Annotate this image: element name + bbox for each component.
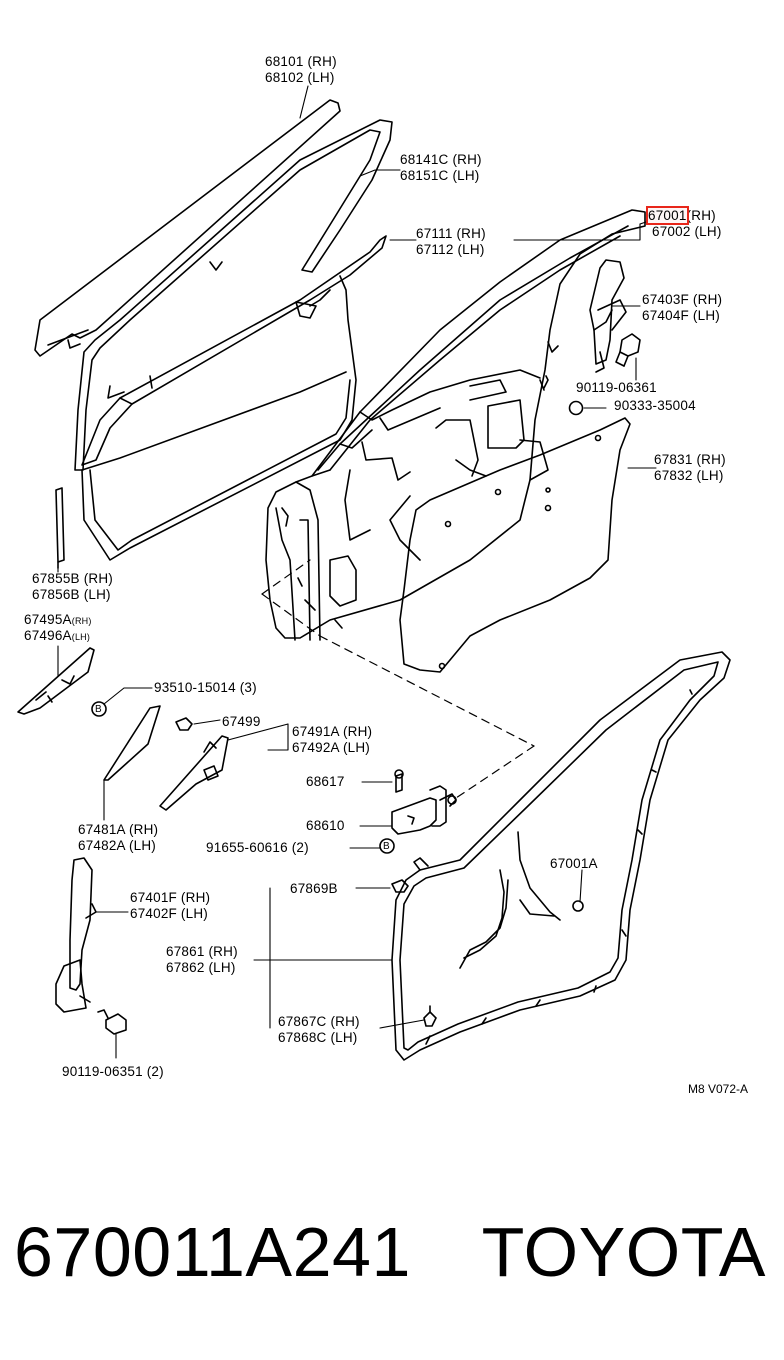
door-frame-rear-67111 [82, 236, 386, 465]
label-67868c: 67868C (LH) [278, 1030, 358, 1045]
label-67855b: 67855B (RH) [32, 571, 113, 586]
label-67867c: 67867C (RH) [278, 1014, 360, 1029]
label-67404f: 67404F (LH) [642, 308, 720, 323]
highlighted-part-number: 67001 [646, 206, 689, 225]
label-67496a-side: (LH) [71, 632, 91, 642]
label-90119-06351: 90119-06351 (2) [62, 1064, 164, 1079]
label-67495a-num: 67495A [24, 612, 72, 627]
clip-67869b [392, 880, 408, 892]
body-opening-outline [460, 832, 560, 968]
label-68101: 68101 (RH) [265, 54, 337, 69]
door-shell-67001 [266, 210, 645, 640]
door-glass-68101 [35, 100, 340, 356]
door-panel-left-view [82, 276, 356, 560]
run-channel-67401f [56, 858, 96, 1012]
label-67831: 67831 (RH) [654, 452, 726, 467]
label-67001a: 67001A [550, 856, 598, 871]
cover-67495a [18, 648, 94, 714]
parts-diagram [0, 0, 784, 1110]
leader-lines [58, 86, 656, 1058]
diagram-code: M8 V072-A [688, 1082, 749, 1096]
window-channel-67403f [590, 260, 626, 372]
plug-67001a [573, 901, 583, 911]
label-67112: 67112 (LH) [416, 242, 485, 257]
label-67491a: 67491A (RH) [292, 724, 373, 739]
label-67869b: 67869B [290, 881, 338, 896]
label-68151c: 68151C (LH) [400, 168, 480, 183]
label-90333-35004: 90333-35004 [614, 398, 696, 413]
label-67496a: 67496A(LH) [24, 628, 90, 645]
label-67499: 67499 [222, 714, 261, 729]
cover-67481a [104, 706, 160, 780]
label-90119-06361: 90119-06361 [576, 380, 657, 395]
label-67482a: 67482A (LH) [78, 838, 156, 853]
label-93510-15014: 93510-15014 (3) [154, 680, 257, 695]
label-67001: 67001(RH) [646, 206, 716, 225]
label-67495a-side: (RH) [71, 616, 92, 626]
label-67401f: 67401F (RH) [130, 890, 211, 905]
service-hole-cover-67831 [400, 418, 630, 672]
weatherstrip-67855b [56, 488, 64, 568]
door-weatherstrip-67861 [392, 652, 730, 1060]
label-67403f: 67403F (RH) [642, 292, 723, 307]
assembly-dash-lines [262, 560, 534, 798]
footer-brand: TOYOTA [481, 1213, 766, 1291]
label-67492a: 67492A (LH) [292, 740, 370, 755]
label-91655-60616: 91655-60616 (2) [206, 840, 309, 855]
label-67495a: 67495A(RH) [24, 612, 92, 629]
bolt-marker-icons [92, 702, 394, 853]
label-67496a-num: 67496A [24, 628, 72, 643]
label-67832: 67832 (LH) [654, 468, 724, 483]
label-67402f: 67402F (LH) [130, 906, 208, 921]
bolt-marker-letter: B [383, 841, 390, 852]
bolt-90119-06361 [616, 334, 640, 366]
label-67861: 67861 (RH) [166, 944, 238, 959]
label-68102: 68102 (LH) [265, 70, 335, 85]
label-68141c: 68141C (RH) [400, 152, 482, 167]
clip-67499 [176, 718, 192, 730]
label-67002: 67002 (LH) [652, 224, 722, 239]
label-67862: 67862 (LH) [166, 960, 236, 975]
footer-part-number: 670011A241 [14, 1213, 411, 1291]
label-67111: 67111 (RH) [416, 226, 486, 241]
bolt-marker-letter: B [95, 704, 102, 715]
bolt-90119-06351 [98, 1010, 126, 1034]
run-channel-68141c [75, 120, 392, 470]
plug-90333-35004 [570, 402, 583, 415]
label-67481a: 67481A (RH) [78, 822, 159, 837]
label-68617: 68617 [306, 774, 345, 789]
garnish-67491a [160, 736, 228, 810]
label-67856b: 67856B (LH) [32, 587, 111, 602]
hinge-68610 [392, 770, 456, 834]
clip-67867c [424, 1006, 436, 1026]
label-67001-side: (RH) [686, 208, 716, 223]
label-68610: 68610 [306, 818, 345, 833]
